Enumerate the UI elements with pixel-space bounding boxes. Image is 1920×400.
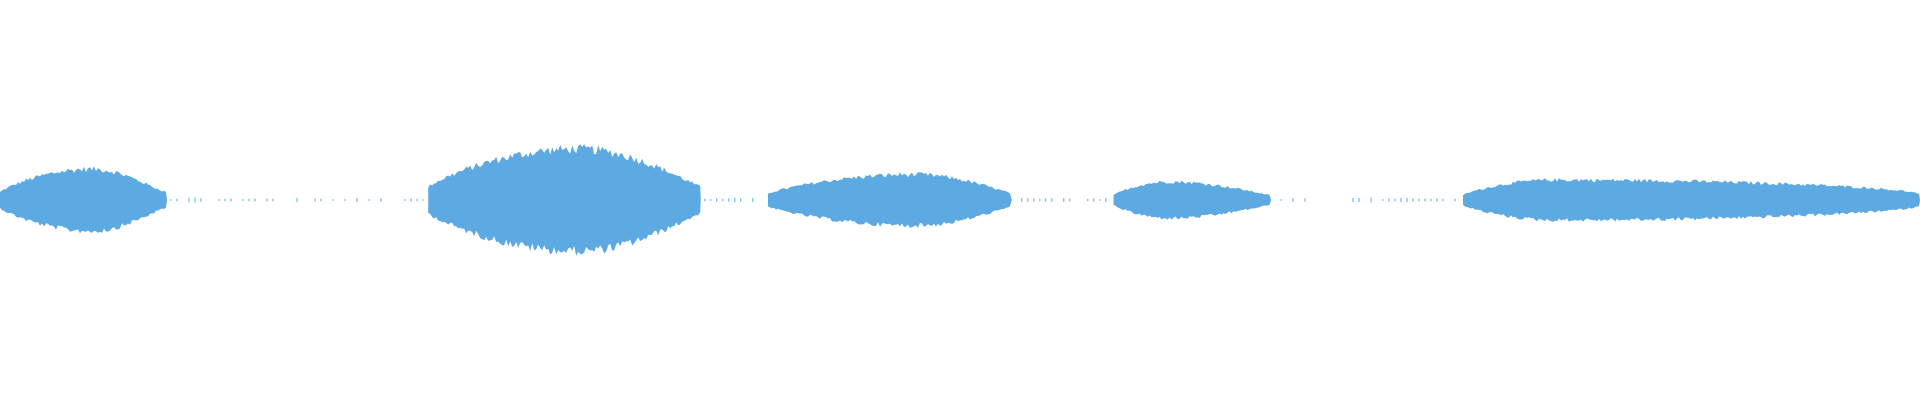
- waveform-segment-1: [0, 166, 167, 234]
- waveform-segment-5: [1463, 178, 1920, 222]
- waveform-segment-4: [1113, 180, 1271, 220]
- waveform-segments: [0, 144, 1920, 256]
- waveform-segment-2: [428, 144, 701, 256]
- waveform-segment-3: [768, 172, 1012, 228]
